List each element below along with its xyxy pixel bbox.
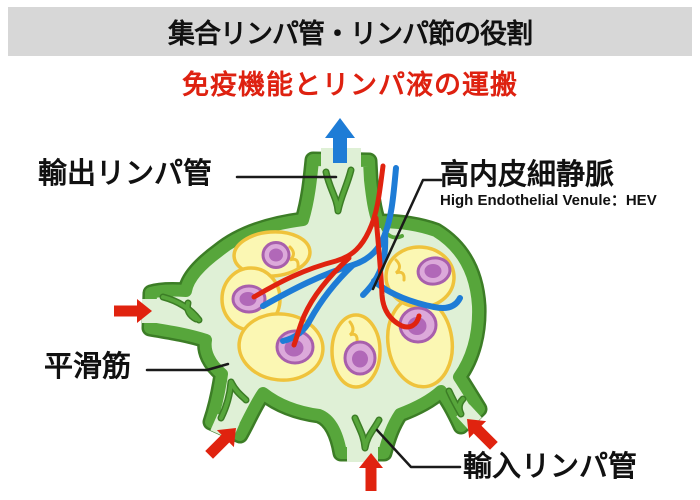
title-banner: 集合リンパ管・リンパ節の役割 <box>8 7 692 56</box>
subtitle: 免疫機能とリンパ液の運搬 <box>182 70 518 100</box>
inflow-arrow <box>114 299 152 323</box>
label-smooth-muscle: 平滑筋 <box>44 351 132 383</box>
label-efferent-lymphatic-vessel: 輸出リンパ管 <box>38 158 213 190</box>
label-afferent-lymphatic-vessel: 輸入リンパ管 <box>463 451 638 483</box>
flow-arrows <box>114 118 498 491</box>
inflow-arrow <box>359 453 383 491</box>
smooth-muscle-leader-line <box>145 362 230 372</box>
outflow-up-arrow <box>325 118 355 163</box>
leader-lines <box>145 175 462 469</box>
afferent-leader-line <box>375 428 462 469</box>
label-hev: 高内皮細静脈 High Endothelial Venule：HEV <box>440 160 657 209</box>
label-hev-english: High Endothelial Venule：HEV <box>440 192 657 210</box>
inflow-arrow <box>205 428 236 459</box>
inflow-arrow <box>467 419 498 450</box>
hev-artery <box>251 163 422 348</box>
hev-vein <box>260 165 463 344</box>
page-title: 集合リンパ管・リンパ節の役割 <box>168 19 533 49</box>
hev-leader-line <box>371 178 443 291</box>
label-hev-japanese: 高内皮細静脈 <box>440 159 615 191</box>
